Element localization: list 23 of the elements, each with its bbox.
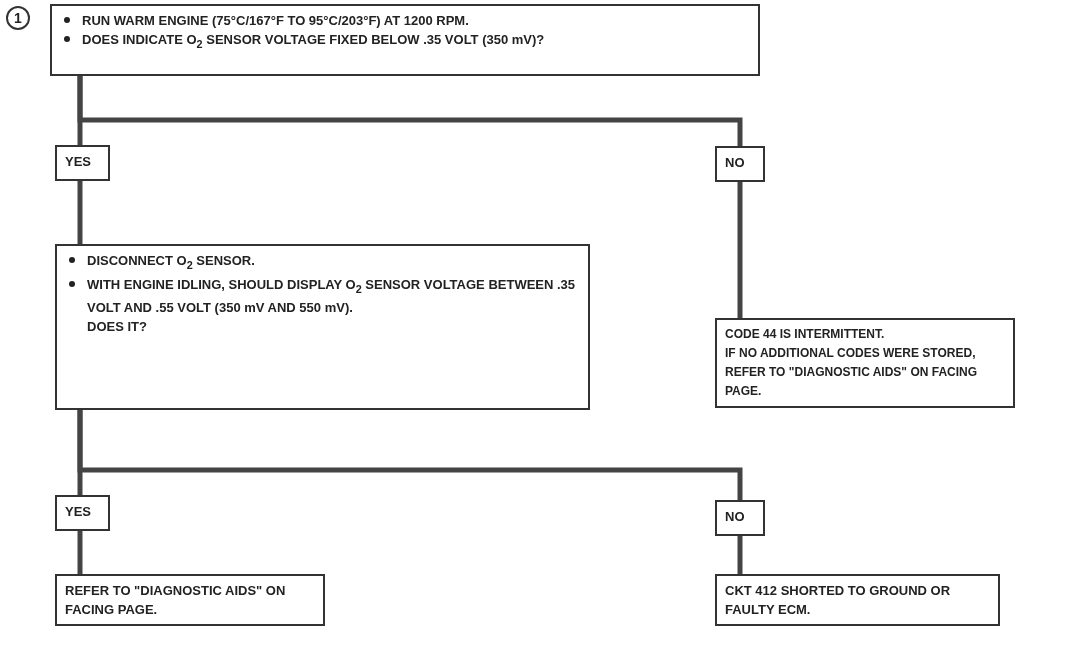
bullet-item: WITH ENGINE IDLING, SHOULD DISPLAY O$_{2}$ SENSOR VOLTAGE BETWEEN .35 VOLT AND .55 VOLT (350 mV AND 550 mV).	[65, 274, 580, 318]
bullet-item: DISCONNECT O$_{2}$ SENSOR.	[65, 251, 580, 275]
connector-line	[77, 181, 83, 244]
decision-box: YES	[55, 145, 110, 181]
connector-line	[737, 182, 743, 318]
decision-box: NO	[715, 146, 765, 182]
box-text: CODE 44 IS INTERMITTENT.	[725, 326, 886, 343]
connector-line	[77, 531, 83, 574]
step-number: 1	[6, 6, 30, 30]
connector-line	[77, 76, 743, 146]
process-box	[715, 318, 1015, 408]
bullet-item: DOES INDICATE O$_{2}$ SENSOR VOLTAGE FIXED BELOW .35 VOLT (350 mV)?	[60, 30, 750, 54]
box-text: DOES IT?	[86, 318, 148, 337]
connector-line	[737, 536, 743, 574]
bullet-item: RUN WARM ENGINE (75°C/167°F TO 95°C/203°F) AT 1200 RPM.	[60, 11, 750, 30]
process-box	[55, 244, 590, 410]
box-text: IF NO ADDITIONAL CODES WERE STORED, REFER TO "DIAGNOSTIC AIDS" ON FACING PAGE.	[725, 345, 979, 400]
decision-box: YES	[55, 495, 110, 531]
decision-box: NO	[715, 500, 765, 536]
decision-box: REFER TO "DIAGNOSTIC AIDS" ON FACING PAGE.	[55, 574, 325, 626]
connector-line	[77, 410, 743, 500]
process-box	[50, 4, 760, 76]
decision-box: CKT 412 SHORTED TO GROUND OR FAULTY ECM.	[715, 574, 1000, 626]
